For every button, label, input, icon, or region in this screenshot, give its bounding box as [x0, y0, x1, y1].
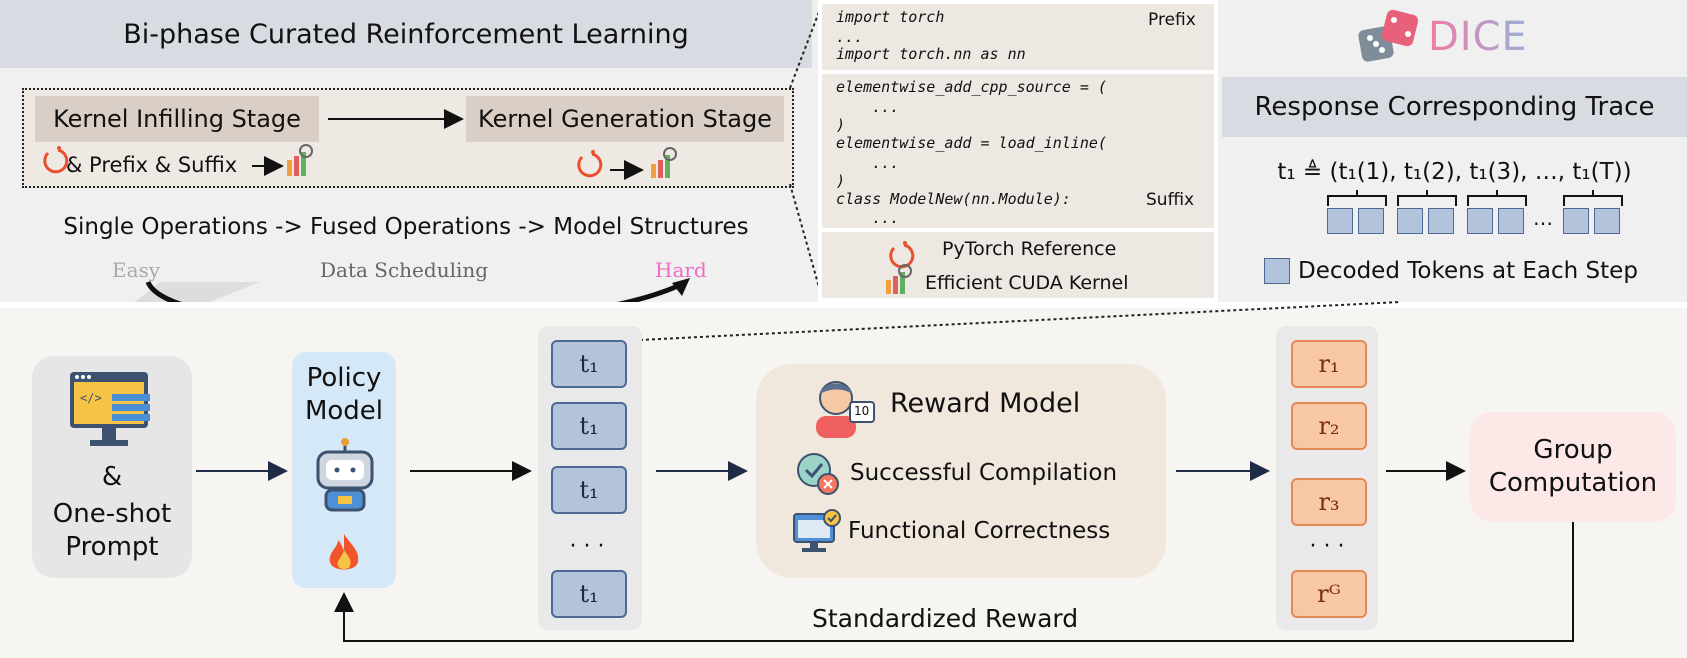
trace-brackets [1327, 190, 1623, 206]
reward-box: rᴳ [1291, 570, 1367, 618]
cuda-kernel-icon [886, 264, 912, 294]
pytorch-icon [889, 241, 915, 269]
code-line: elementwise_add_cpp_source = ( [836, 78, 1107, 96]
code-line: ... [836, 98, 900, 116]
legend-token-square [1264, 258, 1290, 284]
code-line: class ModelNew(nn.Module): [836, 190, 1071, 208]
hard-label: Hard [655, 258, 707, 282]
easy-label: Easy [112, 258, 161, 282]
code-legend-icons [886, 241, 915, 294]
svg-text:</>: </> [80, 391, 102, 405]
reward-item-correctness: Functional Correctness [848, 518, 1111, 544]
token-square [1563, 208, 1589, 234]
token-square [1498, 208, 1524, 234]
trace-header: Response Corresponding Trace [1222, 77, 1687, 137]
code-line: ... [836, 28, 864, 46]
trace-formula: t₁ ≜ (t₁(1), t₁(2), t₁(3), …, t₁(T)) [1277, 159, 1632, 185]
feedback-arrow [334, 520, 1574, 642]
token-square [1327, 208, 1353, 234]
suffix-label: Suffix [1146, 190, 1195, 210]
zoom-line [639, 301, 1401, 341]
token-box: t₁ [551, 340, 627, 388]
pytorch-icon [43, 146, 69, 174]
right-panel-bg [1218, 0, 1687, 302]
token-square [1358, 208, 1384, 234]
trace-title: Response Corresponding Trace [1254, 92, 1655, 122]
prompt-ampersand: & [101, 462, 123, 492]
reward-box: r₂ [1291, 402, 1367, 450]
token-square [1467, 208, 1493, 234]
reward-box: r₃ [1291, 478, 1367, 526]
left-panel-header: Bi-phase Curated Reinforcement Learning [0, 0, 812, 68]
code-screen-icon: </> [70, 372, 150, 446]
progression-text: Single Operations -> Fused Operations ->… [63, 214, 749, 240]
prefix-label: Prefix [1148, 10, 1196, 30]
policy-model-label: Policy Model [304, 363, 384, 426]
code-line: ... [836, 154, 900, 172]
evaluator-icon [816, 381, 875, 438]
fire-icon [329, 534, 359, 570]
legend-pytorch-reference: PyTorch Reference [942, 238, 1117, 260]
cuda-kernel-icon [287, 144, 313, 176]
trace-legend: Decoded Tokens at Each Step [1298, 258, 1638, 284]
stage-kernel-generation: Kernel Generation Stage [466, 96, 784, 142]
prompt-label: One-shot Prompt [52, 499, 172, 562]
dice-logo-text: DICE [1428, 14, 1528, 60]
token-ellipsis: · · · [569, 533, 605, 559]
stage-kernel-infilling: Kernel Infilling Stage [35, 96, 319, 142]
reward-model-title: Reward Model [890, 388, 1081, 419]
data-scheduling-label: Data Scheduling [320, 258, 489, 282]
token-square [1428, 208, 1454, 234]
token-square [1397, 208, 1423, 234]
correctness-monitor-icon [793, 509, 841, 552]
token-box: t₁ [551, 402, 627, 450]
stage1-caption: & Prefix & Suffix [66, 153, 238, 177]
left-panel-graphics [43, 11, 818, 302]
reward-item-compilation: Successful Compilation [850, 460, 1118, 486]
token-box: t₁ [551, 466, 627, 514]
zoom-line [789, 183, 818, 288]
dice-icon [1358, 9, 1419, 62]
trace-ellipsis: … [1533, 206, 1553, 230]
legend-efficient-cuda-kernel: Efficient CUDA Kernel [925, 272, 1129, 294]
compilation-gear-icon [797, 453, 839, 495]
code-line: ) [836, 116, 846, 134]
code-prefix-block [822, 4, 1214, 70]
reward-box: r₁ [1291, 340, 1367, 388]
group-computation-label: Group Computation [1488, 435, 1658, 498]
pytorch-icon [577, 150, 603, 178]
standardized-reward-label: Standardized Reward [812, 604, 1079, 633]
code-line: ) [836, 172, 846, 190]
token-box: t₁ [551, 570, 627, 618]
code-line: import torch [836, 8, 945, 26]
code-middle-block [822, 74, 1214, 228]
left-panel-title: Bi-phase Curated Reinforcement Learning [123, 18, 689, 50]
code-line: elementwise_add = load_inline( [836, 134, 1107, 152]
token-square [1594, 208, 1620, 234]
zoom-line [789, 11, 818, 89]
group-computation-box: Group Computation [1470, 412, 1676, 522]
cuda-kernel-icon [651, 147, 677, 178]
reward-badge: 10 [854, 404, 870, 418]
code-line: ... [836, 209, 900, 227]
robot-icon [316, 438, 374, 512]
code-line: import torch.nn as nn [836, 45, 1026, 63]
reward-ellipsis: · · · [1309, 533, 1345, 559]
